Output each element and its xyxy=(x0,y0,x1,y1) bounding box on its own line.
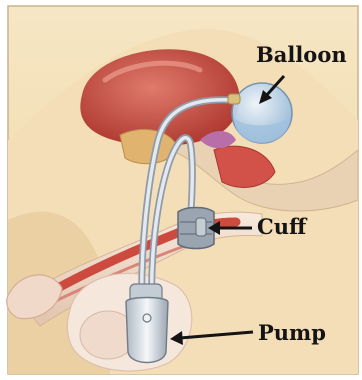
balloon-label: Balloon xyxy=(256,44,347,65)
balloon-connector xyxy=(228,94,240,104)
pump-bulb xyxy=(126,298,168,363)
pump-label: Pump xyxy=(258,322,326,343)
cuff-label: Cuff xyxy=(257,216,306,237)
cuff-clasp xyxy=(196,218,206,236)
